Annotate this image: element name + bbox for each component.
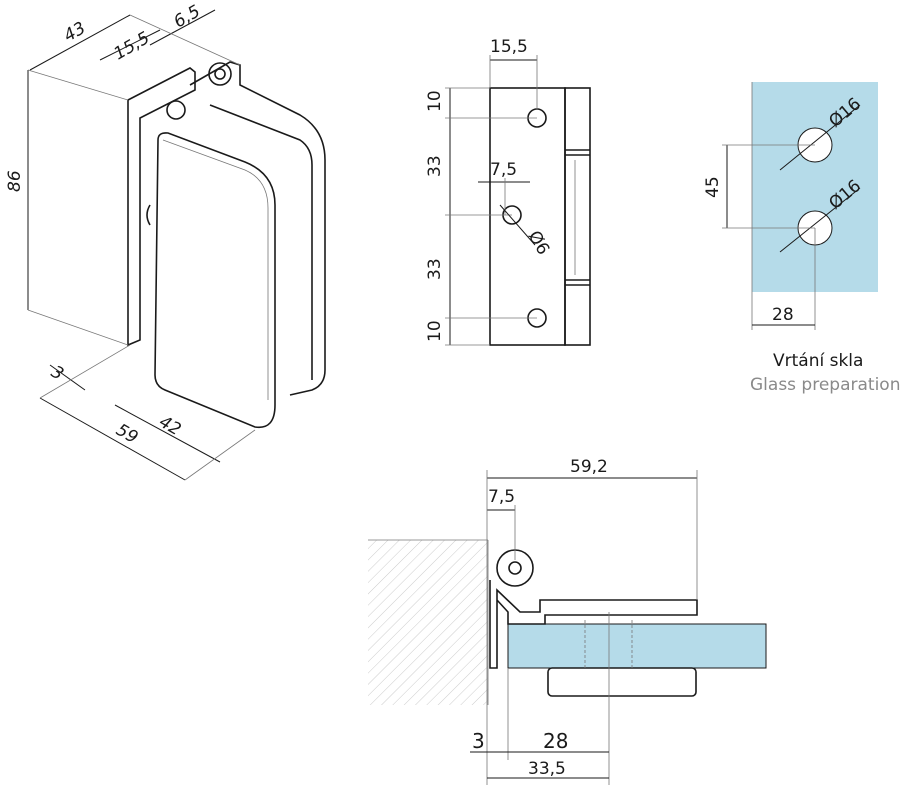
iso-hinge-view: 43 6,5 15,5 86 3 42 59 [5, 1, 326, 481]
front-dim-10-top: 10 [425, 90, 445, 112]
section-view: 59,2 7,5 3 28 33,5 [368, 457, 767, 785]
iso-dim-43: 43 [61, 18, 90, 46]
glass-dim-28: 28 [772, 305, 794, 325]
iso-dim-86: 86 [5, 170, 25, 192]
glass-section [507, 623, 767, 669]
front-dim-10-bottom: 10 [425, 320, 445, 342]
section-dim-3: 3 [472, 729, 485, 753]
front-view: 15,5 10 33 7,5 Ø6 33 10 [425, 37, 591, 346]
glass-preparation-view: 45 Ø16 Ø16 28 Vrtání skla Glass preparat… [703, 82, 900, 395]
iso-dim-42: 42 [156, 412, 185, 440]
section-dim-28: 28 [543, 729, 568, 753]
section-dim-7-5: 7,5 [488, 487, 515, 507]
section-dim-59-2: 59,2 [570, 457, 608, 477]
front-dim-hole: Ø6 [524, 228, 553, 259]
front-dim-33-top: 33 [425, 155, 445, 177]
glass-dim-45: 45 [703, 176, 723, 198]
iso-dim-15-5: 15,5 [111, 28, 154, 64]
front-dim-33-bottom: 33 [425, 258, 445, 280]
caption-cz: Vrtání skla [773, 351, 863, 371]
front-dim-7-5: 7,5 [490, 160, 517, 180]
iso-dim-59: 59 [113, 420, 142, 448]
front-dim-15-5: 15,5 [490, 37, 528, 57]
section-dim-33-5: 33,5 [528, 759, 566, 779]
wall-hatch [368, 540, 488, 705]
iso-dim-6-5: 6,5 [171, 1, 204, 32]
caption-en: Glass preparation [750, 375, 900, 395]
